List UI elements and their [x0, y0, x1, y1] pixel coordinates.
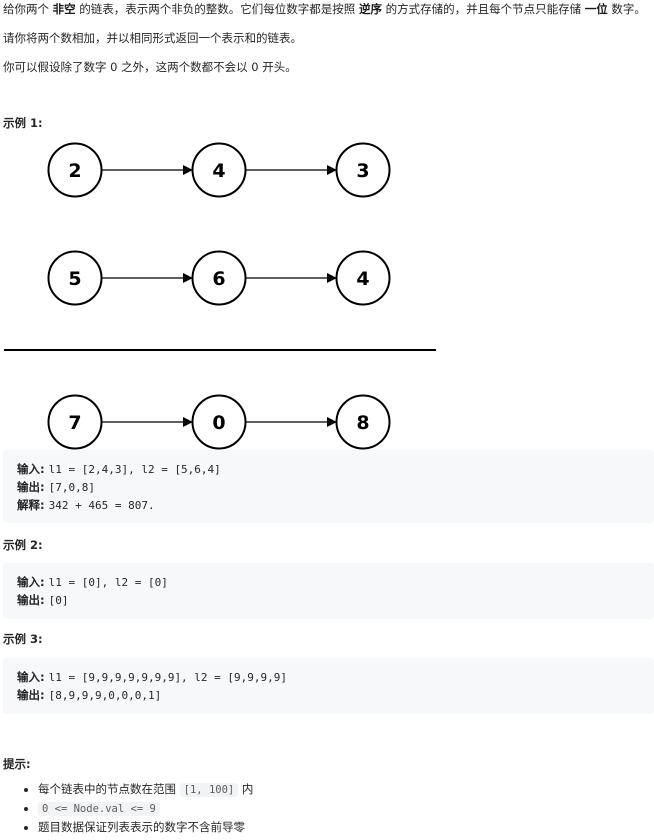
text-fragment: 数字。: [607, 2, 646, 16]
node-circle: [191, 142, 247, 198]
node-value: 7: [68, 412, 81, 434]
output-line: 输出:[8,9,9,9,0,0,0,1]: [17, 686, 654, 704]
input-value: l1 = [2,4,3], l2 = [5,6,4]: [48, 463, 221, 476]
output-label: 输出:: [17, 480, 45, 494]
emphasis-nonempty: 非空: [52, 2, 76, 16]
example-2-heading: 示例 2:: [3, 538, 43, 552]
example-1-code-block: 输入:l1 = [2,4,3], l2 = [5,6,4] 输出:[7,0,8]…: [3, 450, 654, 523]
text-fragment: 每个链表中的节点数在范围: [38, 782, 180, 796]
constraints-list: 每个链表中的节点数在范围 [1, 100] 内 0 <= Node.val <=…: [20, 780, 253, 836]
linked-list-diagram: 2 4 3 5 6 4 7 0 8: [4, 142, 436, 450]
node-value: 8: [356, 412, 369, 434]
explanation-line: 解释:342 + 465 = 807.: [17, 496, 654, 514]
node-circle: [335, 394, 391, 450]
constraint-item: 0 <= Node.val <= 9: [38, 799, 253, 818]
output-value: [7,0,8]: [48, 481, 95, 494]
example-3-heading: 示例 3:: [3, 632, 43, 646]
description-line-3: 你可以假设除了数字 0 之外，这两个数都不会以 0 开头。: [3, 60, 297, 74]
description-line-2: 请你将两个数相加，并以相同形式返回一个表示和的链表。: [3, 31, 302, 45]
result-list-row: 7 0 8: [47, 394, 391, 450]
text-fragment: 题目数据保证列表表示的数字不含前导零: [38, 820, 245, 834]
output-label: 输出:: [17, 593, 45, 607]
node-circle: [191, 394, 247, 450]
constraints-heading: 提示:: [3, 757, 31, 771]
output-line: 输出:[7,0,8]: [17, 478, 654, 496]
node-value: 2: [68, 160, 81, 182]
output-value: [0]: [48, 594, 69, 607]
constraint-item: 每个链表中的节点数在范围 [1, 100] 内: [38, 780, 253, 799]
node-circle: [47, 142, 103, 198]
input-line: 输入:l1 = [2,4,3], l2 = [5,6,4]: [17, 460, 654, 478]
input-label: 输入:: [17, 575, 45, 589]
example-3-code-block: 输入:l1 = [9,9,9,9,9,9,9], l2 = [9,9,9,9] …: [3, 658, 654, 714]
example-1-heading: 示例 1:: [3, 116, 43, 130]
explanation-label: 解释:: [17, 498, 45, 512]
input-value: l1 = [9,9,9,9,9,9,9], l2 = [9,9,9,9]: [48, 671, 288, 684]
list-2-row: 5 6 4: [47, 250, 391, 306]
input-line: 输入:l1 = [0], l2 = [0]: [17, 573, 654, 591]
node-circle: [191, 250, 247, 306]
description-line-1: 给你两个 非空 的链表，表示两个非负的整数。它们每位数字都是按照 逆序 的方式存…: [3, 1, 646, 17]
input-line: 输入:l1 = [9,9,9,9,9,9,9], l2 = [9,9,9,9]: [17, 668, 654, 686]
emphasis-reverse-order: 逆序: [358, 2, 382, 16]
node-circle: [47, 250, 103, 306]
output-value: [8,9,9,9,0,0,0,1]: [48, 689, 162, 702]
list-1-row: 2 4 3: [47, 142, 391, 198]
explanation-value: 342 + 465 = 807.: [48, 499, 155, 512]
node-value: 6: [212, 268, 225, 290]
inline-code: [1, 100]: [179, 783, 239, 797]
text-fragment: 的方式存储的，并且每个节点只能存储: [381, 2, 585, 16]
emphasis-one-digit: 一位: [584, 2, 608, 16]
node-circle: [335, 250, 391, 306]
text-fragment: 给你两个: [3, 2, 53, 16]
node-circle: [335, 142, 391, 198]
constraint-item: 题目数据保证列表表示的数字不含前导零: [38, 818, 253, 836]
node-circle: [47, 394, 103, 450]
input-label: 输入:: [17, 462, 45, 476]
input-value: l1 = [0], l2 = [0]: [48, 576, 168, 589]
text-fragment: 的链表，表示两个非负的整数。它们每位数字都是按照: [75, 2, 359, 16]
text-fragment: 内: [238, 782, 254, 796]
inline-code: 0 <= Node.val <= 9: [38, 802, 160, 816]
input-label: 输入:: [17, 670, 45, 684]
output-line: 输出:[0]: [17, 591, 654, 609]
node-value: 4: [356, 268, 369, 290]
node-value: 3: [356, 160, 369, 182]
example-2-code-block: 输入:l1 = [0], l2 = [0] 输出:[0]: [3, 563, 654, 619]
node-value: 5: [68, 268, 81, 290]
output-label: 输出:: [17, 688, 45, 702]
node-value: 4: [212, 160, 225, 182]
node-value: 0: [212, 412, 225, 434]
